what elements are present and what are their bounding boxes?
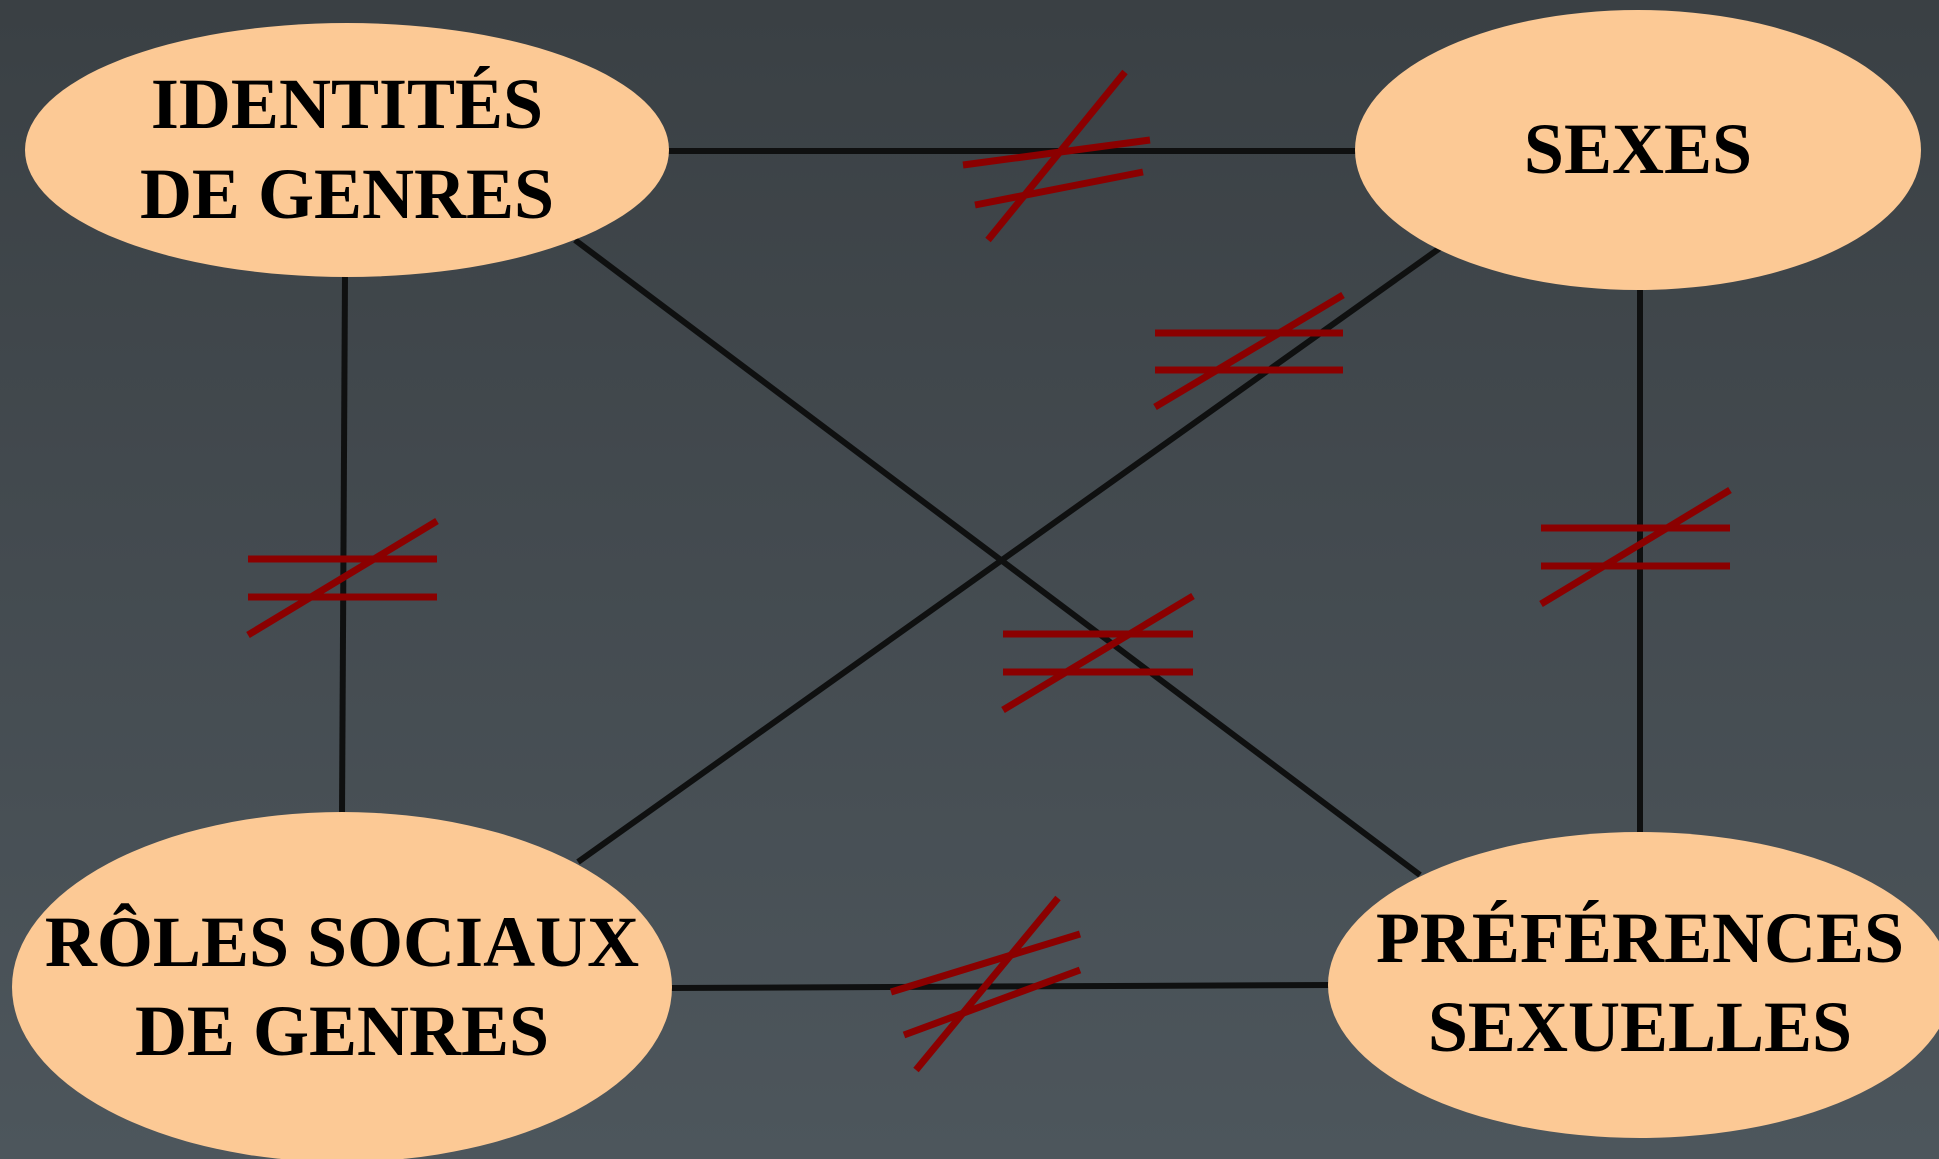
not-equal-mark-identities-preferences — [1001, 592, 1195, 714]
node-gender-identities-line-1: IDENTITÉS — [151, 64, 543, 144]
node-sexual-preferences-line-2: SEXUELLES — [1428, 987, 1852, 1067]
edge-roles-preferences — [669, 982, 1333, 991]
node-social-gender-roles: RÔLES SOCIAUX DE GENRES — [12, 812, 672, 1159]
edges — [339, 148, 1643, 991]
not-equal-mark-sexes-roles — [1153, 291, 1345, 411]
not-equal-marks — [246, 69, 1732, 1073]
not-equal-mark-roles-preferences — [889, 895, 1082, 1073]
not-equal-mark-identities-roles — [246, 518, 439, 638]
node-sexual-preferences: PRÉFÉRENCES SEXUELLES — [1328, 832, 1939, 1138]
not-equal-mark-sexes-preferences — [1539, 487, 1732, 607]
node-social-gender-roles-line-1: RÔLES SOCIAUX — [45, 902, 639, 982]
node-sexes-line-1: SEXES — [1524, 109, 1752, 189]
node-sexual-preferences-line-1: PRÉFÉRENCES — [1376, 898, 1904, 978]
node-gender-identities-line-2: DE GENRES — [140, 154, 554, 234]
node-sexes: SEXES — [1355, 10, 1921, 290]
node-social-gender-roles-line-2: DE GENRES — [135, 991, 549, 1071]
not-equal-mark-identities-sexes — [962, 69, 1151, 243]
edge-identities-preferences — [573, 237, 1422, 878]
edge-sexes-roles — [576, 245, 1442, 865]
node-gender-identities: IDENTITÉS DE GENRES — [25, 23, 669, 277]
edge-identities-roles — [339, 274, 348, 816]
